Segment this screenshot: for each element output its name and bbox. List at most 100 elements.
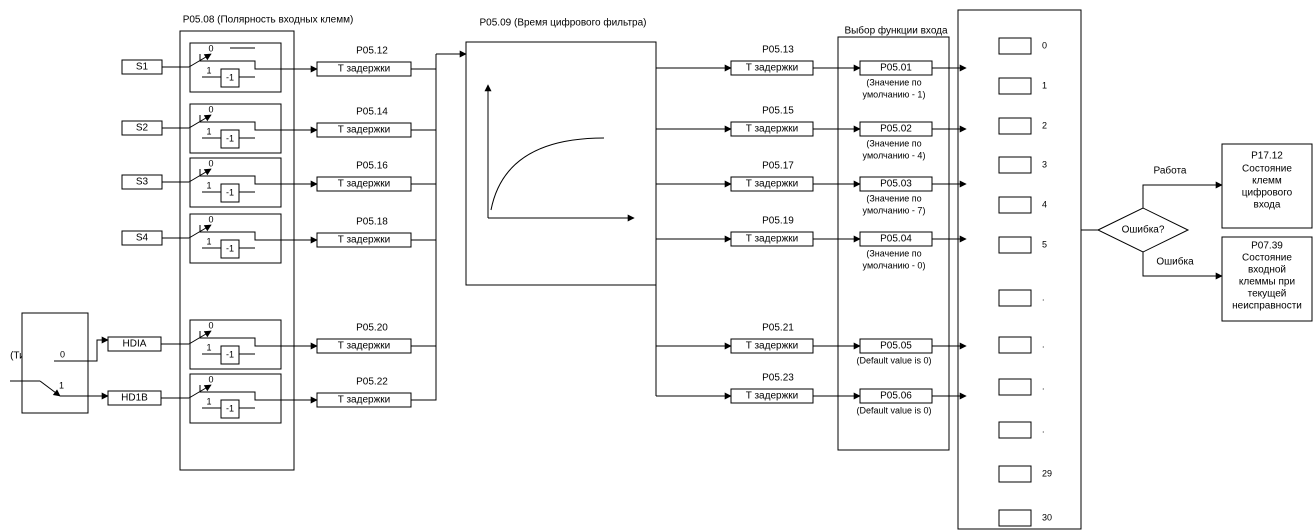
function-param-5: P05.06 (880, 391, 912, 402)
inverter-label-2: -1 (226, 187, 234, 197)
delay1-to-filter-4 (411, 54, 437, 347)
polarity-label-0-4: 0 (208, 320, 213, 330)
run-branch-line (1142, 181, 1223, 208)
delay1-param-4: P05.20 (356, 323, 388, 334)
delay2-label-5: T задержки (746, 391, 798, 402)
delay1-label-5: T задержки (338, 395, 390, 406)
delay2-param-4: P05.21 (762, 323, 794, 334)
fault-branch-label: Ошибка (1156, 256, 1194, 268)
function-note-1-4: (Default value is 0) (856, 355, 931, 365)
hdi-switch-blade (39, 380, 61, 397)
function-param-1: P05.02 (880, 124, 912, 135)
polarity-switch-5 (189, 373, 282, 424)
delay1-to-filter-3 (411, 54, 437, 241)
delay1-label-3: T задержки (338, 235, 390, 246)
delay2-label-1: T задержки (746, 124, 798, 135)
function-slot-3 (998, 156, 1032, 174)
function-slot-4 (998, 196, 1032, 214)
function-number-10: 29 (1042, 468, 1052, 478)
decision-label: Ошибка? (1122, 224, 1165, 236)
function-number-6: . (1042, 292, 1045, 302)
inverter-label-5: -1 (226, 403, 234, 413)
function-slot-2 (998, 117, 1032, 135)
run-output-box (1221, 143, 1313, 229)
delay2-param-3: P05.19 (762, 216, 794, 227)
polarity-label-1-0: 1 (206, 65, 211, 75)
delay1-label-2: T задержки (338, 179, 390, 190)
function-number-0: 0 (1042, 40, 1047, 50)
delay1-to-filter-2 (411, 54, 437, 185)
polarity-label-1-5: 1 (206, 396, 211, 406)
function-param-4: P05.05 (880, 341, 912, 352)
polarity-label-1-2: 1 (206, 180, 211, 190)
fault-output-param: P07.39 (1251, 241, 1283, 252)
delay1-param-1: P05.14 (356, 107, 388, 118)
function-note-2-1: умолчанию - 4) (863, 150, 926, 160)
inverter-label-1: -1 (226, 133, 234, 143)
input-source-label-3: S4 (136, 233, 149, 244)
fault-output-line-2: клеммы при (1239, 277, 1295, 288)
polarity-label-1-1: 1 (206, 126, 211, 136)
run-branch-label: Работа (1154, 165, 1187, 177)
hdi-switch-label-0: 0 (60, 349, 65, 359)
function-number-3: 3 (1042, 159, 1047, 169)
inverter-block-3 (220, 239, 240, 259)
run-output-line-3: входа (1254, 200, 1281, 211)
delay1-param-5: P05.22 (356, 377, 388, 388)
function-slot-7 (998, 336, 1032, 354)
polarity-bus-0 (199, 54, 281, 70)
function-note-1-3: (Значение по (866, 248, 921, 258)
function-number-1: 1 (1042, 80, 1047, 90)
fault-output-line-1: входной (1248, 265, 1286, 276)
polarity-bus-4 (199, 331, 281, 347)
function-slot-11 (998, 509, 1032, 527)
polarity-label-1-4: 1 (206, 342, 211, 352)
function-slot-0 (998, 37, 1032, 55)
delay1-param-3: P05.18 (356, 217, 388, 228)
polarity-label-0-1: 0 (208, 104, 213, 114)
delay1-param-2: P05.16 (356, 161, 388, 172)
fault-output-line-3: текущей (1248, 289, 1287, 300)
function-note-2-0: умолчанию - 1) (863, 89, 926, 99)
polarity-bus-5 (199, 385, 281, 401)
function-number-7: . (1042, 339, 1045, 349)
function-number-5: 5 (1042, 239, 1047, 249)
function-note-1-0: (Значение по (866, 77, 921, 87)
delay1-to-filter-5 (411, 54, 437, 401)
polarity-label-1-3: 1 (206, 236, 211, 246)
function-slot-5 (998, 236, 1032, 254)
inverter-block-1 (220, 129, 240, 149)
digital-filter-block (465, 41, 657, 286)
polarity-bus-1 (199, 115, 281, 131)
fault-decision-diamond (1096, 207, 1190, 253)
inverter-block-0 (220, 68, 240, 88)
run-output-line-1: клемм (1252, 176, 1282, 187)
delay2-param-1: P05.15 (762, 106, 794, 117)
inverter-label-3: -1 (226, 243, 234, 253)
delay1-param-0: P05.12 (356, 46, 388, 57)
input-source-label-0: S1 (136, 62, 149, 73)
function-param-0: P05.01 (880, 63, 912, 74)
fault-output-line-4: неисправности (1232, 301, 1302, 312)
function-param-3: P05.04 (880, 234, 912, 245)
function-number-9: . (1042, 424, 1045, 434)
fault-branch-line (1142, 252, 1223, 280)
fault-output-line-0: Состояние (1242, 253, 1292, 264)
inverter-block-5 (220, 399, 240, 419)
delay2-label-3: T задержки (746, 234, 798, 245)
inverter-label-4: -1 (226, 349, 234, 359)
function-number-4: 4 (1042, 199, 1047, 209)
function-slot-10 (998, 465, 1032, 483)
function-block-title: Выбор функции входа (844, 25, 948, 37)
delay2-label-2: T задержки (746, 179, 798, 190)
function-slot-1 (998, 77, 1032, 95)
hdia-connector (88, 336, 109, 362)
function-note-1-1: (Значение по (866, 138, 921, 148)
polarity-bus-2 (199, 169, 281, 185)
function-note-2-2: умолчанию - 7) (863, 205, 926, 215)
delay1-label-4: T задержки (338, 341, 390, 352)
function-note-2-3: умолчанию - 0) (863, 260, 926, 270)
function-slot-9 (998, 421, 1032, 439)
polarity-label-0-2: 0 (208, 158, 213, 168)
